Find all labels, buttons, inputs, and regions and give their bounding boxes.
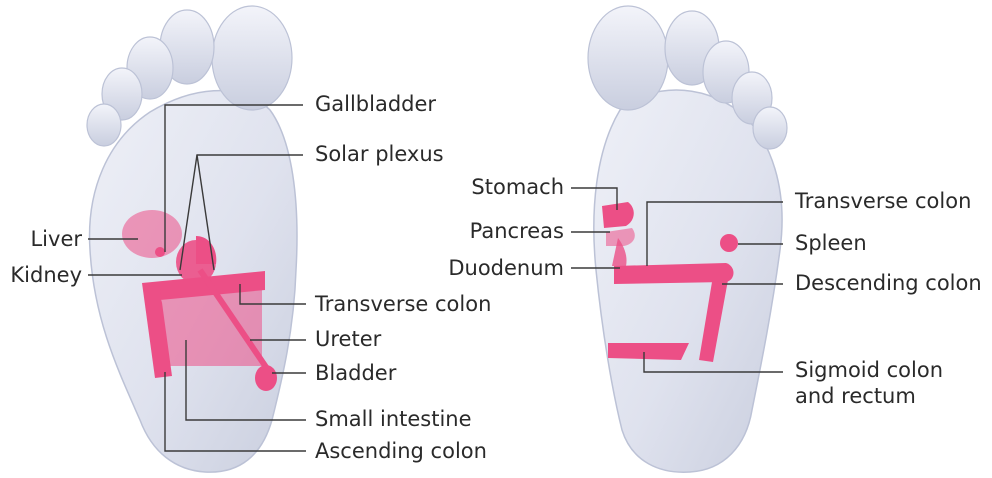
label-bladder: Bladder <box>315 361 396 385</box>
gallbladder-zone <box>155 247 165 257</box>
label-stomach: Stomach <box>471 175 564 199</box>
label-transverse-colon-right: Transverse colon <box>795 189 971 213</box>
small-intestine-zone <box>162 288 262 366</box>
liver-zone <box>122 210 182 258</box>
left-foot <box>87 6 306 472</box>
label-pancreas: Pancreas <box>470 219 564 243</box>
label-ureter: Ureter <box>315 327 381 351</box>
spleen-zone <box>720 234 738 252</box>
label-spleen: Spleen <box>795 231 867 255</box>
right-big-toe <box>588 6 668 110</box>
right-foot <box>571 6 787 472</box>
label-gallbladder: Gallbladder <box>315 92 436 116</box>
bladder-zone <box>255 365 277 391</box>
left-toe-5 <box>87 104 121 146</box>
label-sigmoid-colon-line1: Sigmoid colon <box>795 358 943 382</box>
label-liver: Liver <box>30 227 82 251</box>
label-duodenum: Duodenum <box>448 256 564 280</box>
left-big-toe <box>212 6 292 110</box>
right-toe-5 <box>753 107 787 149</box>
label-kidney: Kidney <box>10 263 82 287</box>
label-sigmoid-colon-line2: and rectum <box>795 384 916 408</box>
label-solar-plexus: Solar plexus <box>315 142 444 166</box>
transverse-colon-zone-right <box>614 263 734 284</box>
label-descending-colon: Descending colon <box>795 271 982 295</box>
label-small-intestine: Small intestine <box>315 407 472 431</box>
label-ascending-colon: Ascending colon <box>315 439 487 463</box>
label-transverse-colon-left: Transverse colon <box>315 292 491 316</box>
sigmoid-colon-zone <box>608 343 689 360</box>
